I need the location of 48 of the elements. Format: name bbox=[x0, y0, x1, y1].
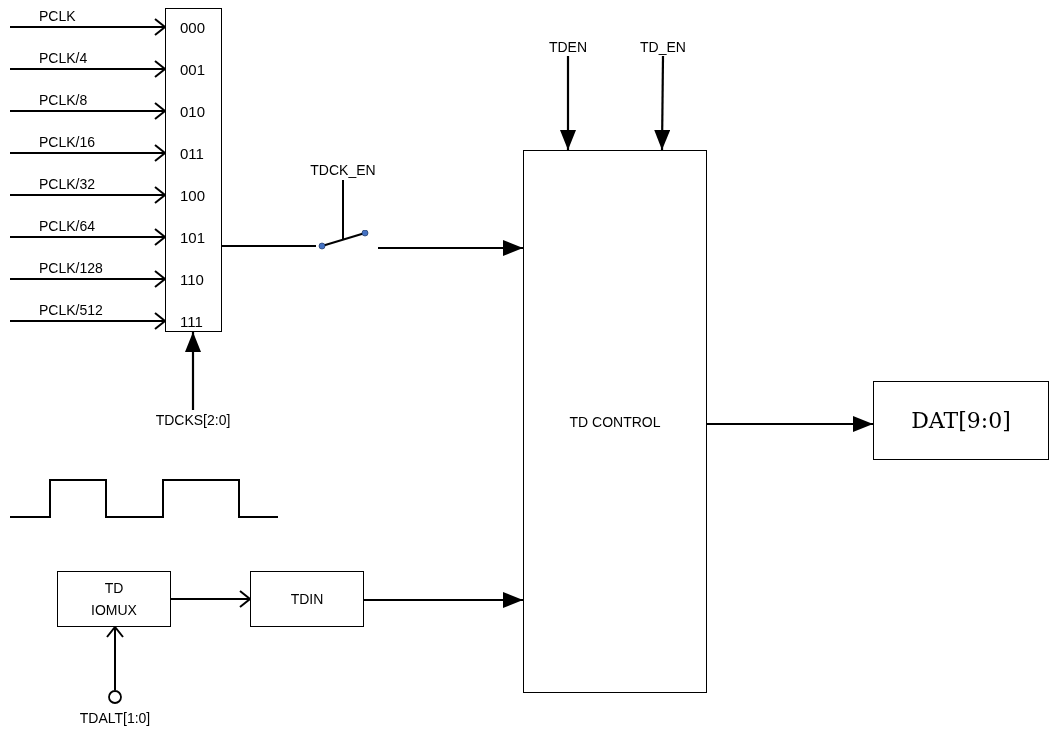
arrow bbox=[185, 332, 201, 410]
arrow bbox=[9, 270, 166, 288]
edge-label: PCLK/64 bbox=[38, 218, 97, 234]
connector-line bbox=[221, 245, 317, 247]
select-code: 100 bbox=[180, 188, 206, 204]
edge-label: PCLK/128 bbox=[38, 260, 104, 276]
arrow bbox=[9, 18, 166, 36]
arrow bbox=[560, 56, 576, 150]
edge-label: PCLK bbox=[38, 8, 77, 24]
select-code: 011 bbox=[180, 146, 204, 162]
block-box bbox=[57, 571, 171, 627]
block-label: TD IOMUX bbox=[90, 579, 138, 620]
signal-label: TDCKS[2:0] bbox=[138, 410, 248, 430]
arrow bbox=[378, 240, 523, 256]
output-box bbox=[873, 381, 1049, 460]
signal-label: TDALT[1:0] bbox=[78, 710, 152, 726]
arrow bbox=[9, 186, 166, 204]
arrow bbox=[9, 60, 166, 78]
block-box bbox=[250, 571, 364, 627]
multiplexer-box bbox=[165, 8, 222, 332]
select-code: 110 bbox=[180, 272, 204, 288]
edge-label: PCLK/32 bbox=[38, 176, 97, 192]
block-label: DAT[9:0] bbox=[911, 408, 1011, 433]
block-label: TDIN bbox=[289, 590, 325, 609]
edge-label: PCLK/512 bbox=[38, 302, 104, 318]
select-code: 001 bbox=[180, 62, 206, 78]
arrow bbox=[106, 626, 124, 691]
arrow bbox=[9, 144, 166, 162]
arrow bbox=[9, 102, 166, 120]
edge-label: PCLK/8 bbox=[38, 92, 89, 108]
select-code: 000 bbox=[180, 20, 206, 36]
arrow bbox=[170, 590, 251, 608]
select-code: 010 bbox=[180, 104, 206, 120]
signal-label: TDCK_EN bbox=[308, 160, 378, 180]
signal-label: TDEN bbox=[546, 38, 590, 56]
block-label: TD CONTROL bbox=[569, 413, 661, 430]
edge-label: PCLK/16 bbox=[38, 134, 97, 150]
arrow bbox=[707, 416, 873, 432]
arrow bbox=[654, 56, 671, 150]
control-block bbox=[523, 150, 707, 693]
select-code: 101 bbox=[180, 230, 206, 246]
arrow bbox=[9, 228, 166, 246]
arrow bbox=[364, 592, 523, 608]
select-code: 111 bbox=[180, 314, 203, 330]
connector-line bbox=[342, 179, 344, 231]
signal-label: TD_EN bbox=[640, 38, 686, 56]
arrow bbox=[9, 312, 166, 330]
edge-label: PCLK/4 bbox=[38, 50, 89, 66]
